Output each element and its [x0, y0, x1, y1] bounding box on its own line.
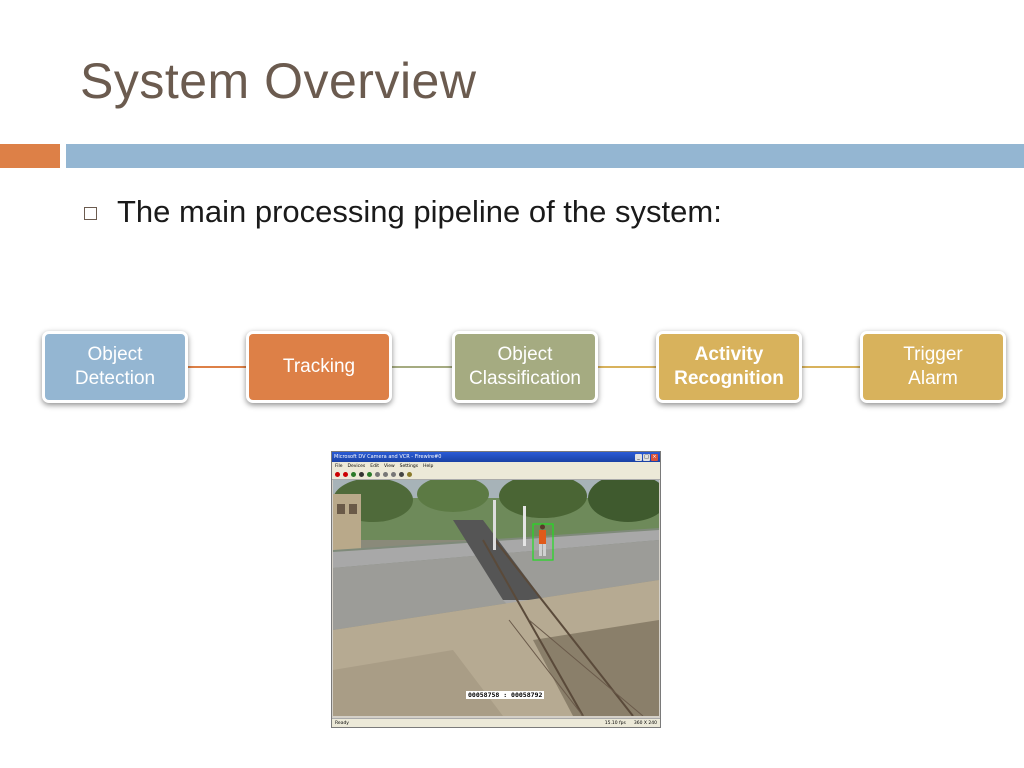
close-icon[interactable]: ×	[651, 453, 658, 461]
frame-counter: 00058758 : 00058792	[466, 691, 545, 699]
pause-icon[interactable]	[359, 472, 364, 477]
menu-devices[interactable]: Devices	[347, 463, 366, 469]
menu-settings[interactable]: Settings	[399, 463, 419, 469]
video-capture-window: Microsoft DV Camera and VCR - Firewire#0…	[331, 451, 661, 728]
slide-title: System Overview	[80, 53, 477, 109]
camera-frame: 00058758 : 00058792	[333, 480, 659, 716]
status-ready: Ready	[335, 720, 349, 726]
accent-bar-orange	[0, 144, 60, 168]
stage-object-classification: Object Classification	[452, 331, 598, 403]
stage-label: Object Classification	[469, 344, 581, 389]
play-icon[interactable]	[351, 472, 356, 477]
record-icon[interactable]	[335, 472, 340, 477]
stage-object-detection: Object Detection	[42, 331, 188, 403]
rewind-icon[interactable]	[375, 472, 380, 477]
square-bullet-icon	[84, 206, 97, 220]
stage-trigger-alarm: Trigger Alarm	[860, 331, 1006, 403]
pipeline-connector	[188, 366, 246, 368]
window-title: Microsoft DV Camera and VCR - Firewire#0	[334, 454, 442, 460]
menu-view[interactable]: View	[383, 463, 395, 469]
record-icon[interactable]	[343, 472, 348, 477]
window-toolbar	[332, 470, 660, 480]
status-size: 360 X 240	[633, 720, 657, 726]
window-statusbar: Ready 15.10 fps 360 X 240	[332, 718, 660, 727]
stage-label: Object Detection	[74, 344, 156, 389]
step-icon[interactable]	[391, 472, 396, 477]
fast-forward-icon[interactable]	[383, 472, 388, 477]
stage-label: Activity Recognition	[674, 344, 784, 389]
railway-crossing-scene	[333, 480, 659, 716]
bullet-item: The main processing pipeline of the syst…	[84, 194, 722, 230]
menu-file[interactable]: File	[335, 463, 343, 469]
minimize-icon[interactable]: _	[635, 453, 642, 461]
maximize-icon[interactable]: □	[643, 453, 650, 461]
stage-activity-recognition: Activity Recognition	[656, 331, 802, 403]
window-menubar: File Devices Edit View Settings Help	[332, 462, 660, 470]
stage-label: Tracking	[282, 356, 356, 377]
window-titlebar: Microsoft DV Camera and VCR - Firewire#0…	[332, 452, 660, 462]
menu-edit[interactable]: Edit	[370, 463, 379, 469]
pipeline-connector	[392, 366, 452, 368]
stage-tracking: Tracking	[246, 331, 392, 403]
pointer-icon[interactable]	[399, 472, 404, 477]
menu-help[interactable]: Help	[423, 463, 434, 469]
bullet-text: The main processing pipeline of the syst…	[117, 194, 722, 229]
pipeline-connector	[802, 366, 860, 368]
status-fps: 15.10 fps	[604, 720, 626, 726]
accent-bar-blue	[66, 144, 1024, 168]
pin-icon[interactable]	[407, 472, 412, 477]
stage-label: Trigger Alarm	[903, 344, 963, 389]
pipeline-connector	[598, 366, 656, 368]
play-icon[interactable]	[367, 472, 372, 477]
